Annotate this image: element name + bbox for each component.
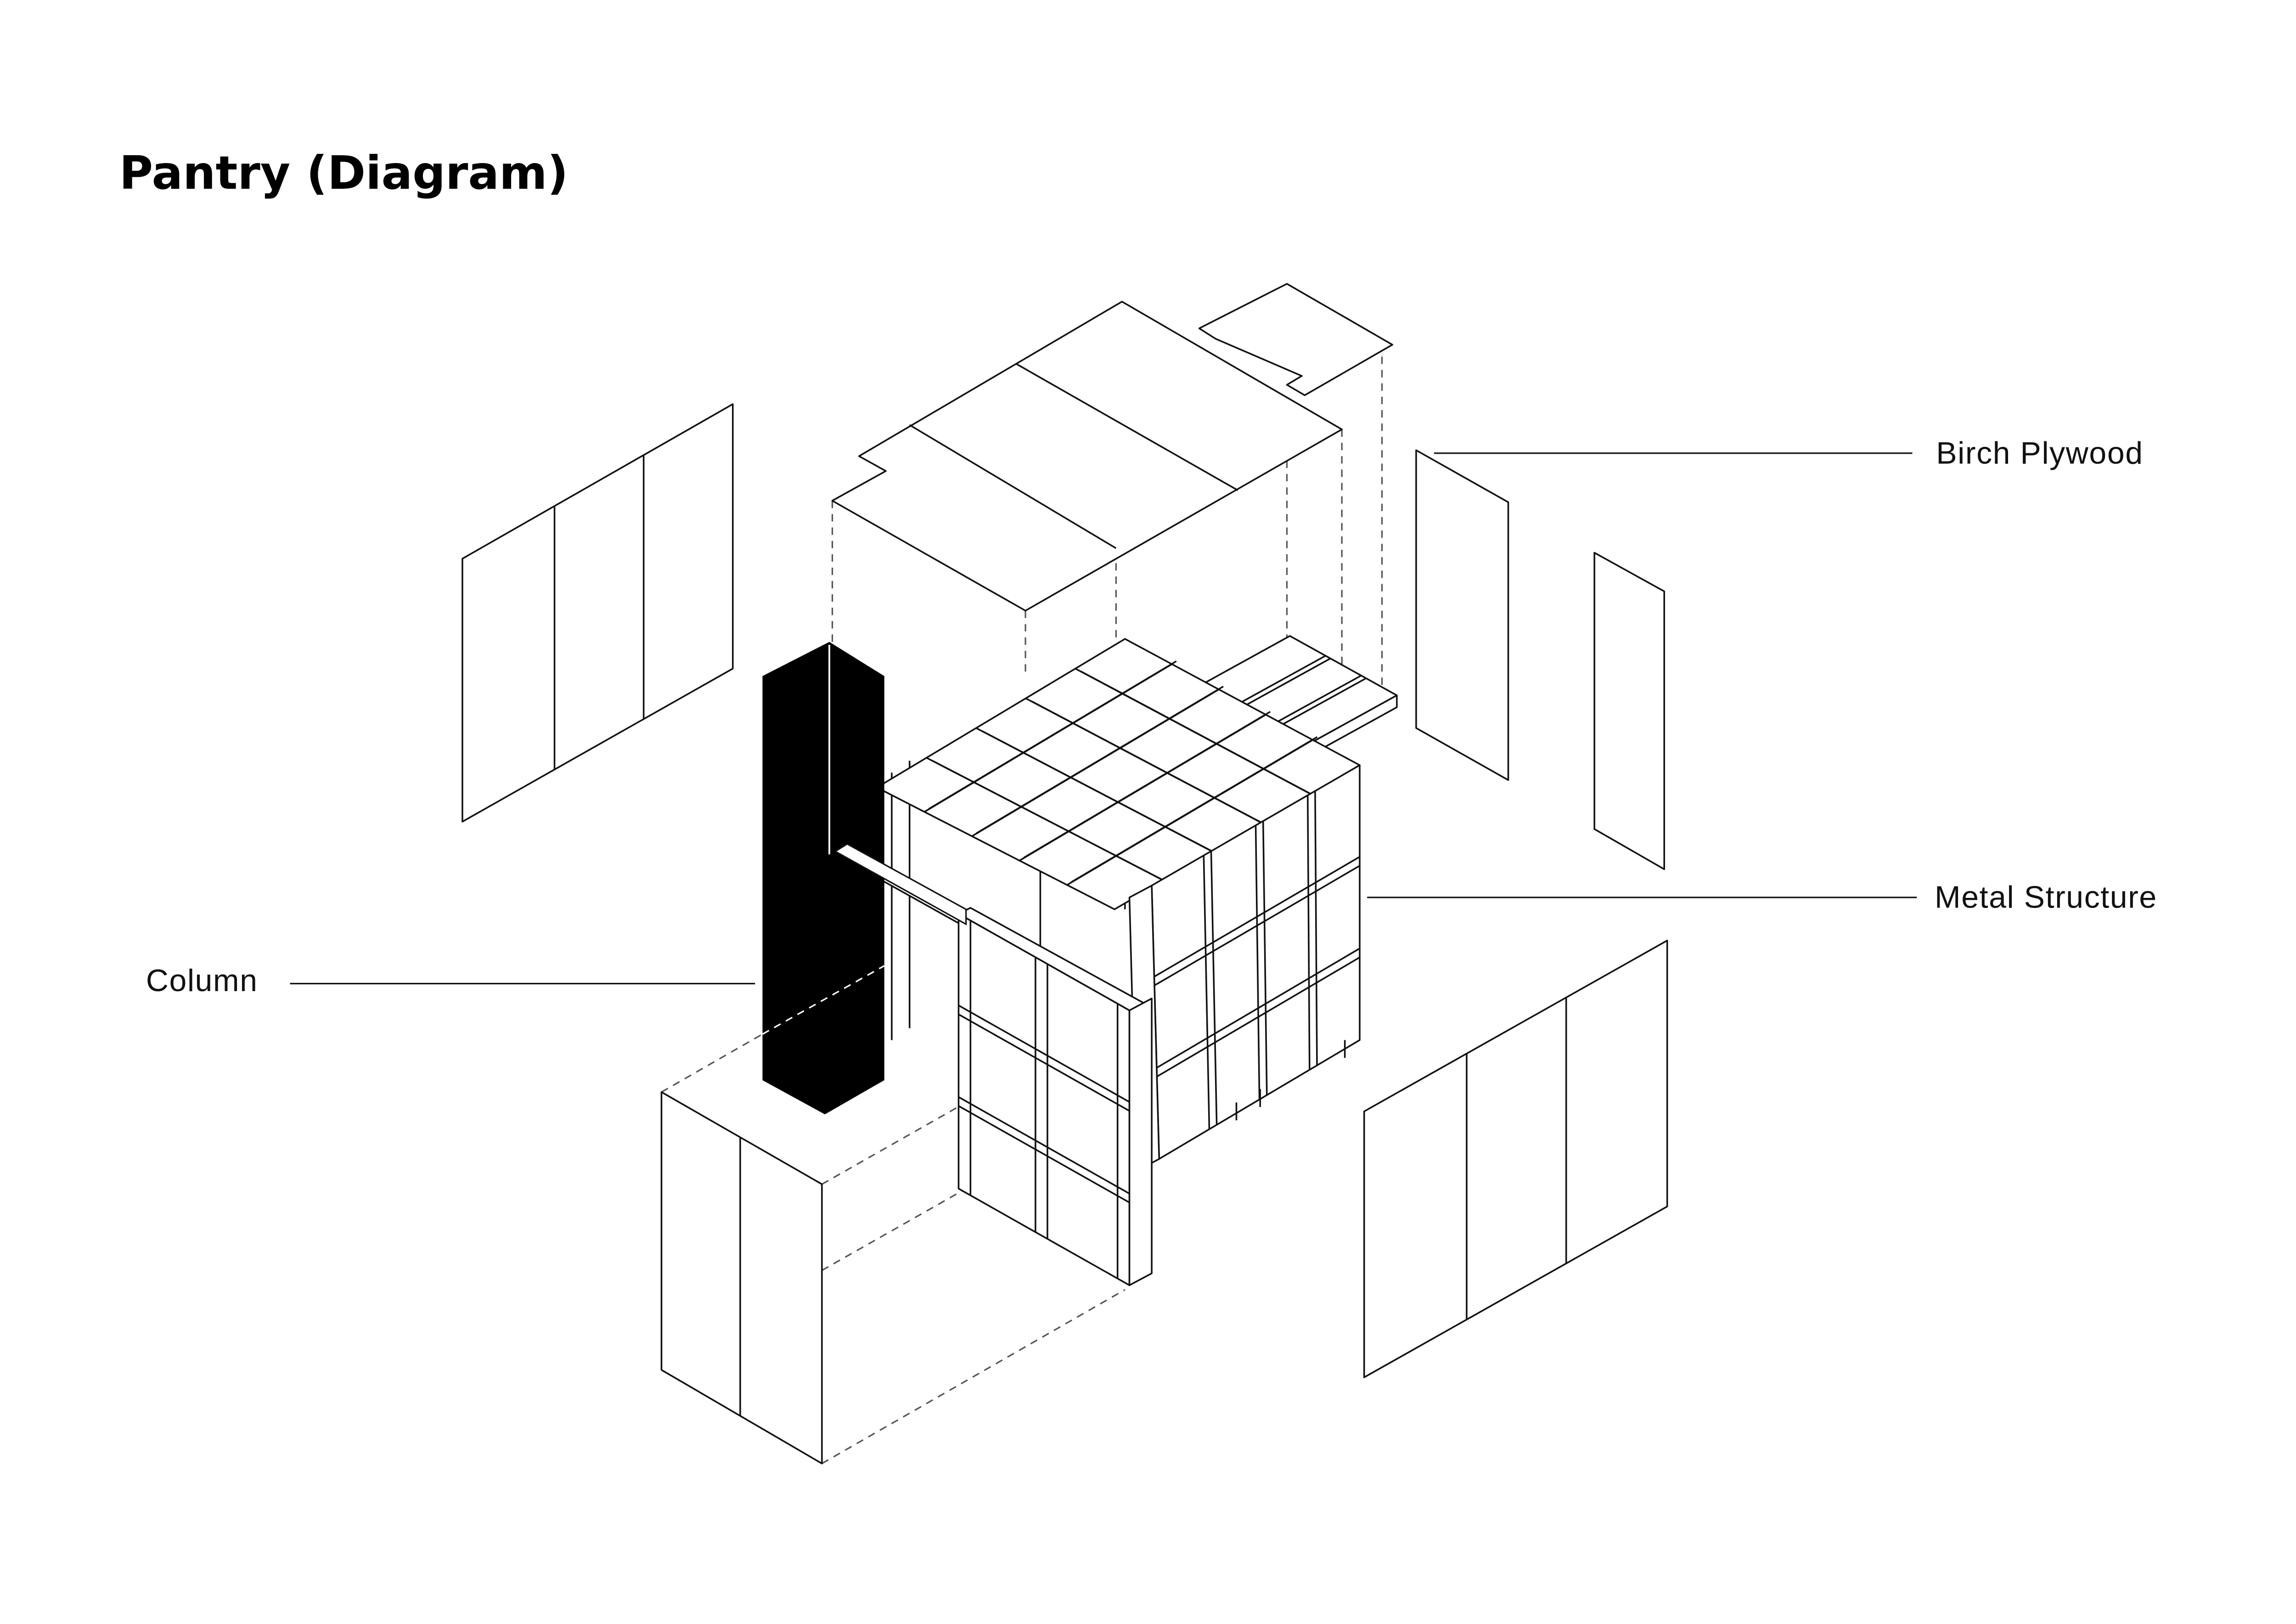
metal-member xyxy=(1154,865,1360,987)
metal-member xyxy=(1243,658,1331,707)
metal-front-frame xyxy=(957,913,1131,1286)
roof-small-panel xyxy=(1198,283,1393,396)
metal-member xyxy=(981,730,1219,856)
birch-plywood-label: Birch Plywood xyxy=(1936,436,2143,470)
metal-member xyxy=(1279,677,1366,727)
page-title: Pantry (Diagram) xyxy=(119,146,568,200)
metal-member xyxy=(1154,856,1360,978)
metal-member xyxy=(1210,851,1218,1125)
metal-member xyxy=(1031,700,1268,827)
metal-member xyxy=(958,1013,1130,1112)
metal-member xyxy=(1156,956,1360,1077)
metal-structure-label: Metal Structure xyxy=(1935,880,2157,915)
metal-member xyxy=(1080,671,1317,798)
roof-plywood-panel xyxy=(831,300,1343,612)
metal-front-side-edge xyxy=(1128,998,1153,1286)
right-plywood-panel-1 xyxy=(1415,449,1509,781)
projection-lines xyxy=(661,356,1383,1465)
metal-member xyxy=(1239,655,1326,704)
metal-member xyxy=(958,1004,1130,1103)
metal-structure xyxy=(834,635,1398,1286)
metal-member xyxy=(1306,795,1311,1070)
metal-member xyxy=(958,1096,1130,1195)
metal-member xyxy=(928,660,1177,810)
front-left-plywood-panel xyxy=(660,1091,823,1465)
metal-member xyxy=(976,686,1224,834)
metal-member xyxy=(1203,855,1210,1129)
left-plywood-panel xyxy=(461,403,734,823)
metal-member xyxy=(1255,825,1261,1100)
metal-member xyxy=(1262,821,1268,1095)
column xyxy=(762,642,967,1115)
metal-member xyxy=(932,760,1170,885)
front-right-plywood-panel xyxy=(1363,940,1668,1378)
metal-member xyxy=(1274,675,1362,724)
metal-member xyxy=(1314,790,1318,1066)
metal-member xyxy=(1071,736,1318,883)
metal-member xyxy=(958,1105,1130,1203)
right-plywood-panel-2 xyxy=(1593,552,1665,870)
metal-member xyxy=(1156,947,1360,1069)
column-label: Column xyxy=(146,964,258,998)
metal-member xyxy=(1023,711,1271,858)
